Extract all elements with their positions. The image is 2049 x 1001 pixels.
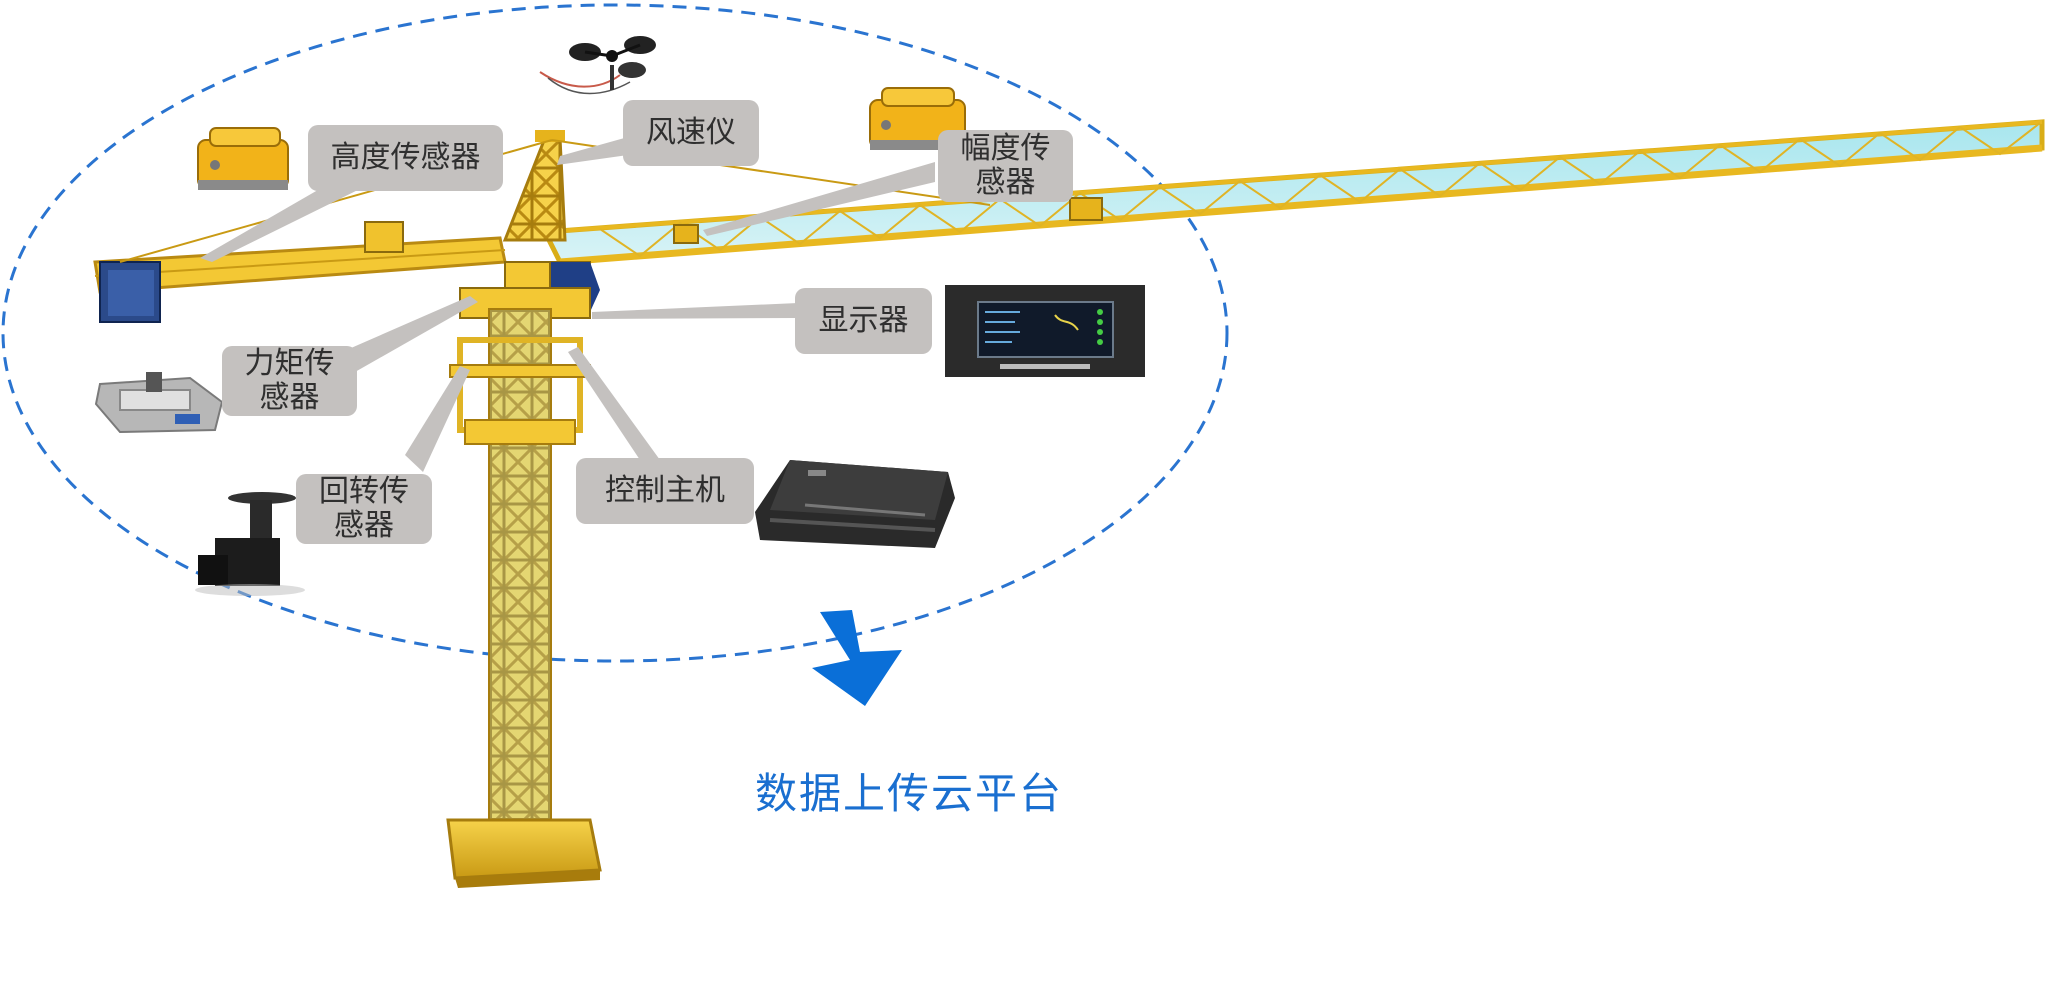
torque-sensor-icon (94, 372, 224, 434)
display-label: 显示器 (795, 288, 932, 354)
height-sensor-label: 高度传感器 (308, 125, 503, 191)
anemometer-icon (539, 36, 656, 95)
wind-meter-label: 风速仪 (623, 100, 759, 166)
sensor-box-icon (197, 127, 289, 190)
connector-lines (200, 137, 935, 472)
control-host-icon (755, 460, 955, 548)
range-sensor-label: 幅度传 感器 (938, 130, 1073, 202)
slewing-sensor-label: 回转传 感器 (296, 474, 432, 544)
slewing-sensor-icon (195, 492, 305, 596)
display-device-icon (945, 285, 1145, 377)
torque-sensor-label: 力矩传 感器 (222, 346, 357, 416)
upload-caption: 数据上传云平台 (755, 769, 1064, 818)
sensor-boundary-ellipse (1, 3, 1229, 663)
control-host-label: 控制主机 (576, 458, 754, 524)
down-arrow-icon (812, 610, 902, 706)
